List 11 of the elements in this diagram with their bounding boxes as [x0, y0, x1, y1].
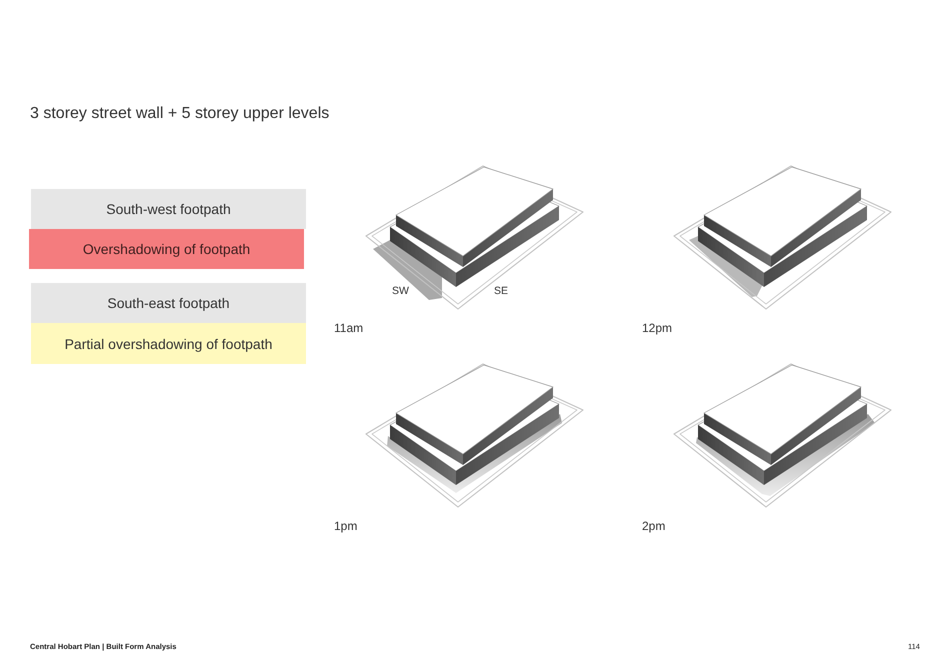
location-header: South-east footpath: [31, 283, 306, 323]
time-label: 1pm: [334, 520, 358, 534]
time-label: 12pm: [642, 322, 672, 336]
impact-rating-bar: Partial overshadowing of footpath: [31, 323, 306, 364]
time-label: 11am: [334, 322, 364, 336]
time-label: 2pm: [642, 520, 666, 534]
location-header: South-west footpath: [31, 189, 306, 229]
impact-rating-bar: Overshadowing of footpath: [29, 229, 304, 269]
direction-label: SE: [494, 285, 508, 298]
page-title: 3 storey street wall + 5 storey upper levels: [30, 105, 330, 124]
direction-label: SW: [392, 285, 409, 298]
